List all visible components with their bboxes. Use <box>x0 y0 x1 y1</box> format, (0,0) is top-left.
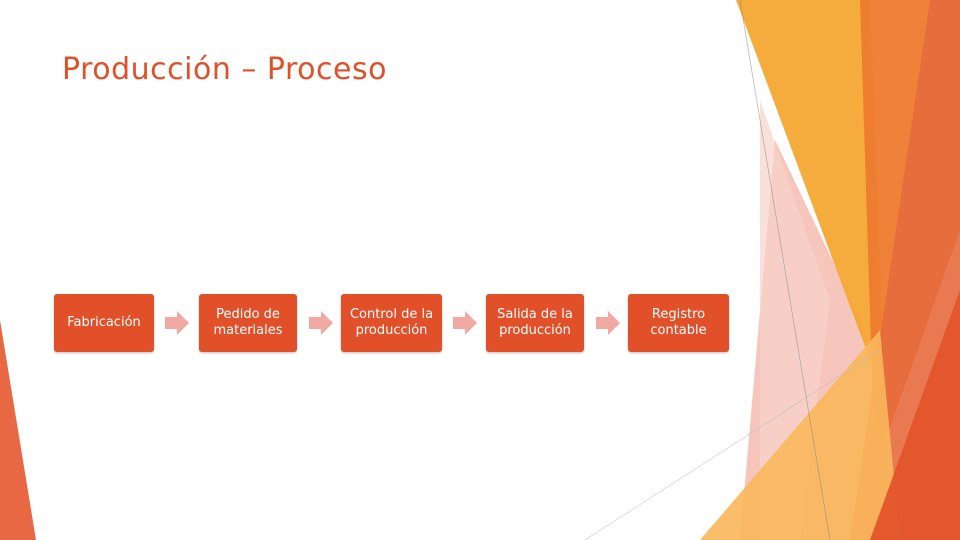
process-step-pedido-materiales: Pedido de materiales <box>199 294 297 352</box>
process-step-label: Pedido de materiales <box>203 307 293 339</box>
process-step-registro-contable: Registro contable <box>628 294 729 352</box>
process-step-label: Control de la producción <box>345 307 438 339</box>
arrow-icon <box>165 310 189 336</box>
process-step-salida-produccion: Salida de la producción <box>486 294 584 352</box>
slide-title: Producción – Proceso <box>62 52 387 87</box>
process-step-label: Salida de la producción <box>490 307 580 339</box>
process-step-label: Registro contable <box>632 307 725 339</box>
process-step-control-produccion: Control de la producción <box>341 294 442 352</box>
process-step-label: Fabricación <box>67 315 141 331</box>
arrow-icon <box>596 310 620 336</box>
arrow-icon <box>309 310 333 336</box>
arrow-icon <box>453 310 477 336</box>
process-step-fabricacion: Fabricación <box>54 294 154 352</box>
left-accent-shape <box>0 320 36 540</box>
